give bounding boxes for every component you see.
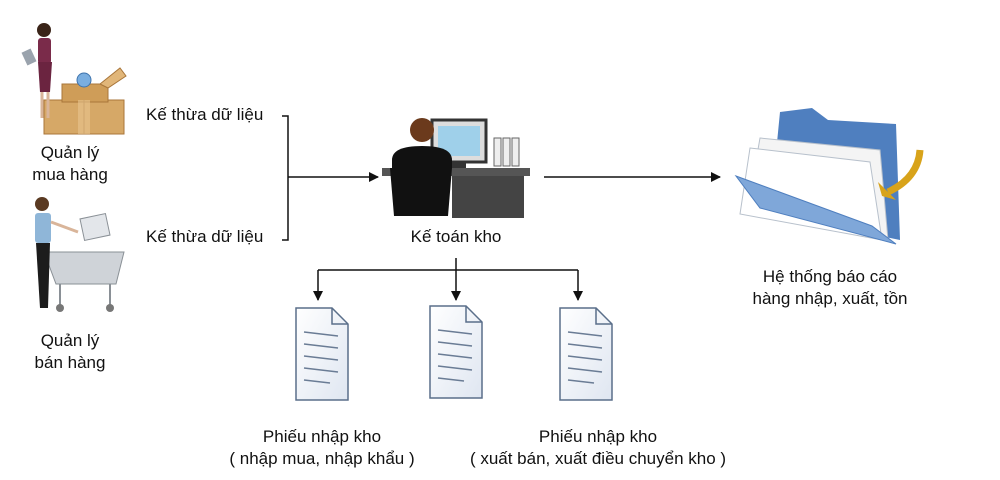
issue-document-label: Phiếu nhập kho ( xuất bán, xuất điều chu… (469, 427, 727, 468)
connectors (282, 115, 721, 301)
purchasing-manager-illustration (21, 23, 127, 135)
bracket-connector (282, 115, 289, 241)
sales-manager-illustration (35, 197, 125, 312)
document-icon-1 (295, 307, 349, 401)
purchasing-manager-label: Quản lý mua hàng (32, 143, 108, 184)
inherit-data-label-top: Kế thừa dữ liệu (146, 105, 264, 124)
sales-manager-label: Quản lý bán hàng (34, 331, 106, 372)
document-icon-2 (429, 305, 483, 399)
receipt-document-label: Phiếu nhập kho ( nhập mua, nhập khẩu ) (229, 427, 415, 468)
warehouse-accountant-label: Kế toán kho (410, 227, 502, 246)
document-icon-3 (559, 307, 613, 401)
report-folder-icon (734, 108, 924, 245)
report-system-label: Hệ thống báo cáo hàng nhập, xuất, tồn (752, 267, 908, 308)
warehouse-accountant-illustration (382, 118, 530, 218)
inherit-data-label-bottom: Kế thừa dữ liệu (146, 227, 264, 246)
